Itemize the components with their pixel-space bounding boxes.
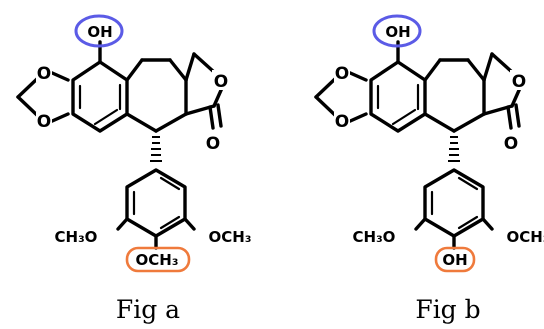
fig-b-oh-para: OH <box>442 251 467 269</box>
fig-b-oh-label: OH <box>385 23 410 41</box>
fig-a-och3-para: OCH₃ <box>136 251 179 269</box>
fig-b-och3-left: CH₃O <box>353 228 396 246</box>
fig-b-carbonyl-o: O <box>504 134 518 154</box>
fig-a-molecule: O O O O OH CH₃O OCH₃ OCH₃ Fig a <box>16 14 252 324</box>
fig-a-och3-left: CH₃O <box>55 228 98 246</box>
fig-b-ring-o2: O <box>335 112 349 132</box>
fig-a-oh-highlight <box>74 14 124 48</box>
fig-a-lactone-o: O <box>214 72 228 92</box>
fig-b-oh-para-highlight <box>434 246 476 273</box>
fig-b-och3-right: OCH₃ <box>507 228 544 246</box>
fig-a-carbonyl-o: O <box>206 134 220 154</box>
fig-b-ring-o1: O <box>335 64 349 84</box>
fig-b-caption: Fig b <box>415 295 480 324</box>
fig-b-molecule: O O O O OH CH₃O OCH₃ OH Fig b <box>314 14 544 324</box>
fig-a-ring-o2: O <box>37 112 51 132</box>
fig-b-oh-highlight <box>372 14 422 48</box>
fig-a-ring-o1: O <box>37 64 51 84</box>
fig-a-och3-highlight <box>125 246 191 273</box>
fig-a-oh-label: OH <box>87 23 112 41</box>
fig-a-och3-right: OCH₃ <box>209 228 252 246</box>
fig-a-caption: Fig a <box>116 295 180 324</box>
fig-b-lactone-o: O <box>512 72 526 92</box>
